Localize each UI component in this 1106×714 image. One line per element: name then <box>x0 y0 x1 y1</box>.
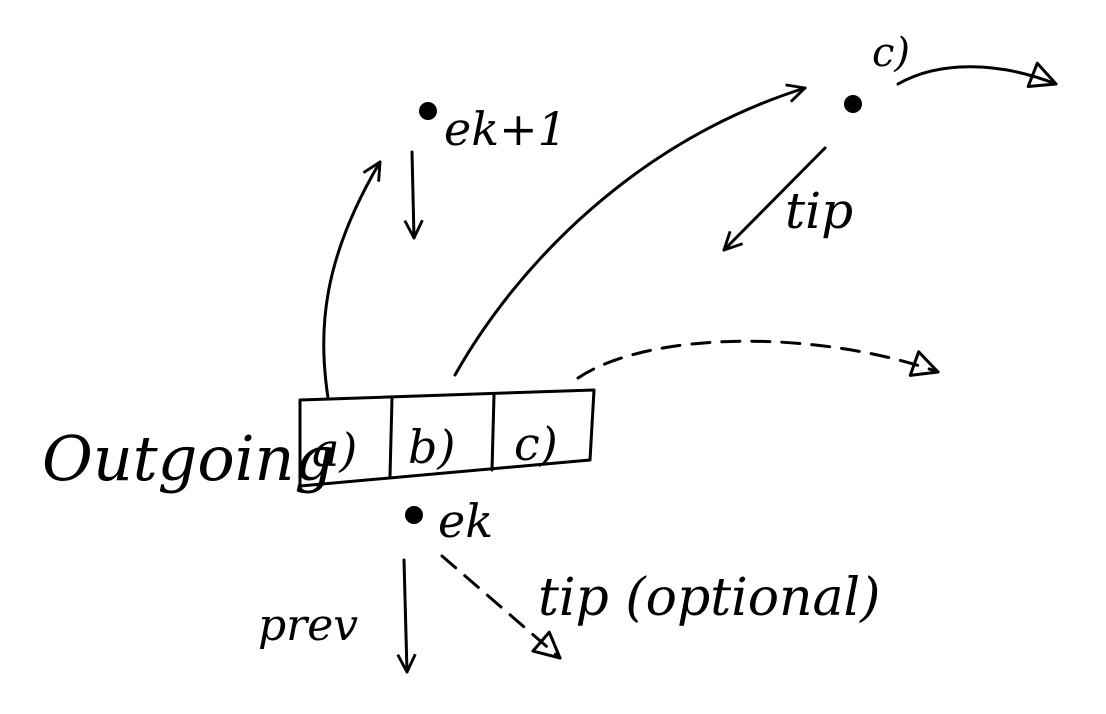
node-label: c) <box>872 30 910 76</box>
node-label: ek <box>438 494 493 548</box>
edge-c-out <box>896 61 1058 89</box>
edge-c-tip <box>722 146 827 252</box>
outgoing-cell-b: b) <box>408 420 455 474</box>
edge-a-to-ek-plus-1 <box>322 160 382 400</box>
cell-divider <box>388 396 394 478</box>
node-ek: ek <box>405 494 493 548</box>
node-c: c) <box>844 30 910 113</box>
edge-label-tip-upper: tip <box>785 182 853 240</box>
outgoing-array: Outgoing a) b) c) <box>42 388 596 495</box>
node-dot <box>419 102 437 120</box>
outgoing-label: Outgoing <box>42 422 334 495</box>
node-ek-plus-1: ek+1 <box>419 102 567 156</box>
edge-label-prev: prev <box>258 600 358 651</box>
edge-ek-plus-1-down <box>403 150 424 240</box>
edge-b-to-c <box>453 83 807 377</box>
outgoing-box <box>298 388 596 488</box>
edge-c-cell-dashed <box>576 339 940 380</box>
node-label: ek+1 <box>444 102 567 156</box>
node-dot <box>844 95 862 113</box>
edge-ek-prev <box>396 558 417 674</box>
outgoing-cell-a: a) <box>312 423 357 477</box>
cell-divider <box>490 393 496 472</box>
edge-ek-tip-optional <box>440 554 562 660</box>
outgoing-cell-c: c) <box>514 417 558 471</box>
node-dot <box>405 506 423 524</box>
edge-label-tip-optional: tip (optional) <box>538 568 880 628</box>
